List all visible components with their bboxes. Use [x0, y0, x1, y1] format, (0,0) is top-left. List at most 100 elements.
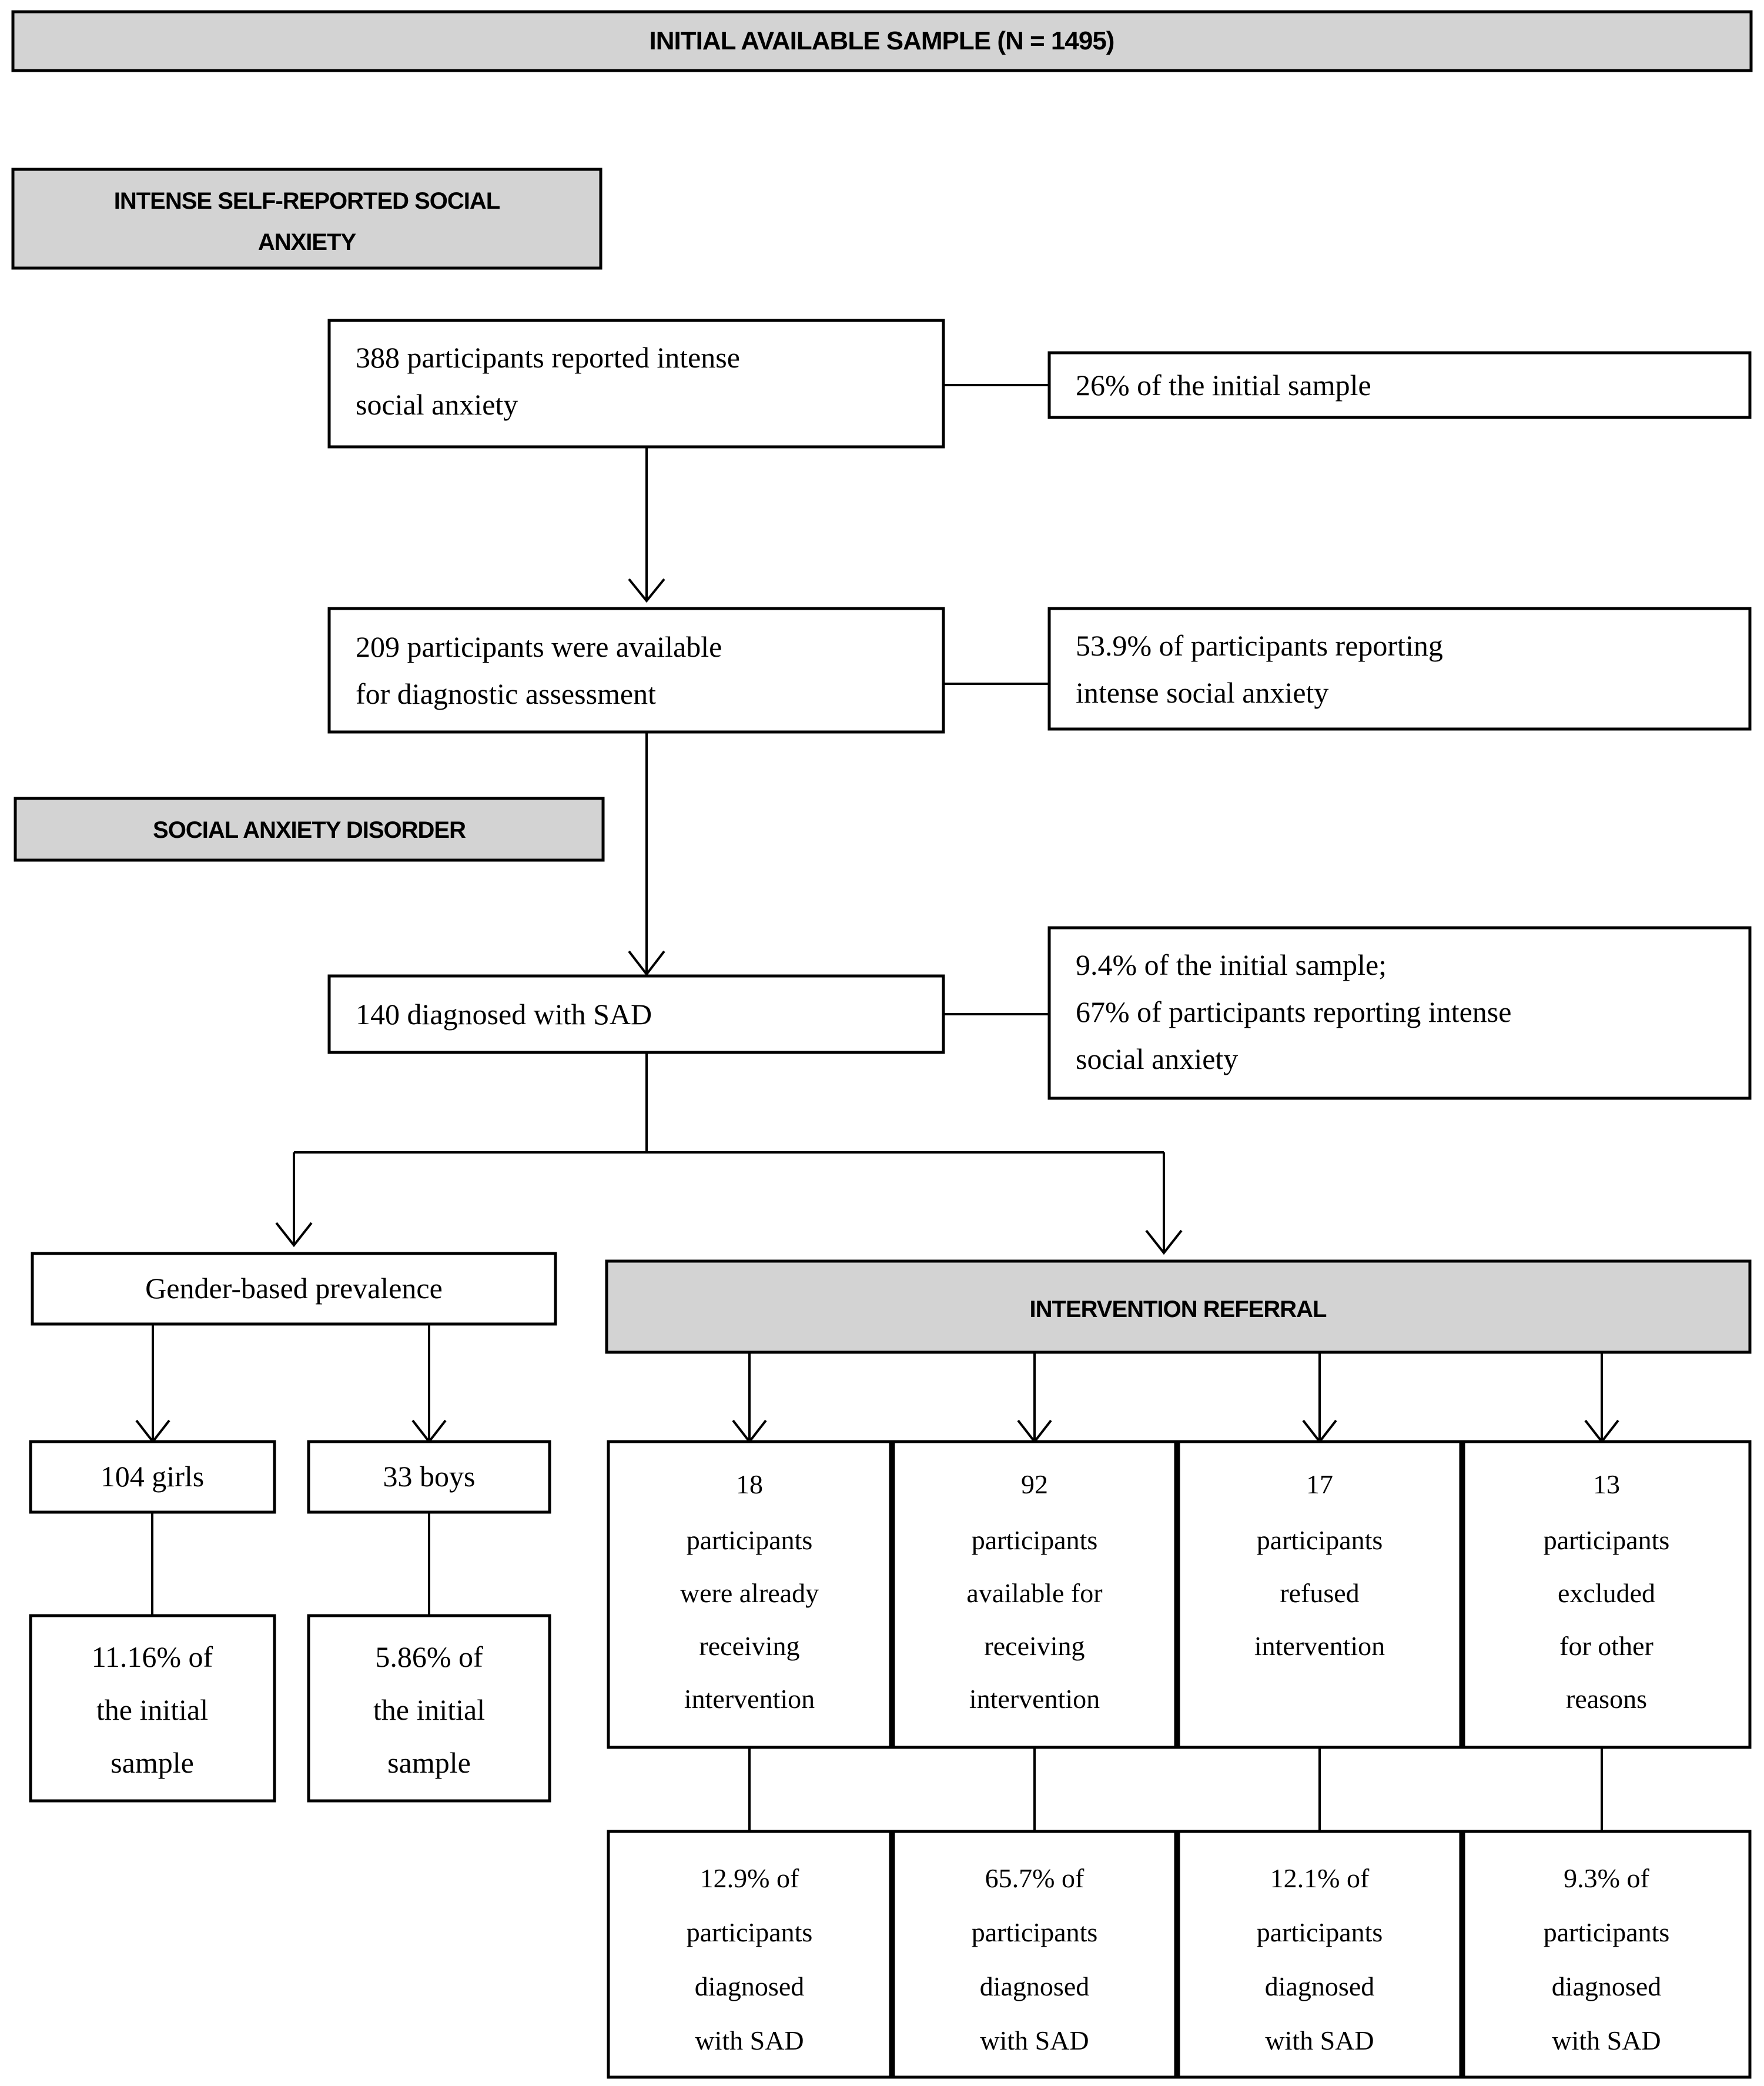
- already-receiving-pct-line2: participants: [687, 1917, 813, 1947]
- refused-line2: participants: [1257, 1525, 1383, 1555]
- already-receiving-percent-box: [607, 1830, 892, 2079]
- already-receiving-pct-line4: with SAD: [695, 2025, 804, 2055]
- initial-sample-band-label: INITIAL AVAILABLE SAMPLE (N = 1495): [650, 26, 1114, 55]
- intervention-referral-band-box: [605, 1259, 1752, 1354]
- girls-percent-line1: 11.16% of: [92, 1640, 213, 1673]
- excluded-line3: excluded: [1558, 1578, 1655, 1608]
- node-reported-intense: 388 participants reported intense social…: [327, 319, 945, 449]
- already-receiving-line3: were already: [680, 1578, 819, 1608]
- arrowhead-down-right-icon: [1145, 1229, 1183, 1255]
- node-already-receiving-percent: 12.9% of participants diagnosed with SAD: [607, 1830, 892, 2079]
- available-receiving-pct-line4: with SAD: [980, 2025, 1089, 2055]
- refused-intervention-box: [1177, 1440, 1462, 1749]
- node-girls-count: 104 girls: [29, 1440, 276, 1514]
- available-receiving-line5: intervention: [969, 1684, 1100, 1714]
- refused-percent-box: [1177, 1830, 1462, 2079]
- girls-percent-line2: the initial: [96, 1693, 208, 1726]
- initial-sample-band-box: [11, 10, 1753, 72]
- excluded-pct-line1: 9.3% of: [1564, 1863, 1649, 1893]
- boys-percent-line1: 5.86% of: [375, 1640, 483, 1673]
- boys-count-label: 33 boys: [383, 1460, 476, 1493]
- diagnosed-note-line1: 9.4% of the initial sample;: [1076, 948, 1387, 981]
- connector-intervention-split: [732, 1352, 1619, 1444]
- girls-count-box: [29, 1440, 276, 1514]
- connector-available-to-diagnosed: [628, 732, 665, 977]
- node-available-diagnostic: 209 participants were available for diag…: [327, 607, 945, 734]
- boys-percent-line3: sample: [387, 1746, 471, 1779]
- reported-intense-line2: social anxiety: [356, 388, 518, 421]
- available-receiving-line4: receiving: [984, 1631, 1084, 1661]
- gender-based-prevalence-label: Gender-based prevalence: [145, 1272, 443, 1305]
- already-receiving-line4: receiving: [699, 1631, 799, 1661]
- available-receiving-line2: participants: [972, 1525, 1098, 1555]
- excluded-line2: participants: [1544, 1525, 1670, 1555]
- excluded-line5: reasons: [1566, 1684, 1647, 1714]
- already-receiving-line5: intervention: [684, 1684, 815, 1714]
- refused-pct-line4: with SAD: [1265, 2025, 1374, 2055]
- node-available-note: 53.9% of participants reporting intense …: [943, 607, 1752, 731]
- node-girls-percent: 11.16% of the initial sample: [29, 1614, 276, 1803]
- available-note-line1: 53.9% of participants reporting: [1076, 629, 1443, 662]
- excluded-percent-box: [1462, 1830, 1752, 2079]
- refused-line4: intervention: [1254, 1631, 1385, 1661]
- arrowhead-down-icon: [628, 950, 665, 977]
- node-diagnosed-sad: 140 diagnosed with SAD: [327, 974, 945, 1054]
- connector-diagnosed-split: [275, 1052, 1183, 1255]
- node-boys-count: 33 boys: [307, 1440, 551, 1514]
- excluded-pct-line3: diagnosed: [1552, 1971, 1662, 2001]
- reported-intense-box: [327, 319, 945, 449]
- already-receiving-pct-line3: diagnosed: [695, 1971, 805, 2001]
- refused-line1: 17: [1306, 1469, 1333, 1499]
- excluded-line4: for other: [1559, 1631, 1653, 1661]
- excluded-other-reasons-box: [1462, 1440, 1752, 1749]
- connector-intervention-to-percent: [748, 1747, 1603, 1831]
- node-available-receiving: 92 participants available for receiving …: [892, 1440, 1177, 1749]
- available-diagnostic-box: [327, 607, 945, 734]
- intense-self-reported-band-label-line2: ANXIETY: [258, 229, 357, 255]
- excluded-line1: 13: [1593, 1469, 1620, 1499]
- available-receiving-pct-line1: 65.7% of: [985, 1863, 1084, 1893]
- node-gender-based-prevalence: Gender-based prevalence: [31, 1252, 557, 1326]
- diagnosed-note-box: [1047, 926, 1752, 1100]
- available-receiving-line1: 92: [1021, 1469, 1048, 1499]
- node-excluded-other-reasons: 13 participants excluded for other reaso…: [1462, 1440, 1752, 1749]
- boys-percent-line2: the initial: [373, 1693, 485, 1726]
- available-diagnostic-line2: for diagnostic assessment: [356, 677, 656, 710]
- diagnosed-sad-line1: 140 diagnosed with SAD: [356, 998, 652, 1031]
- available-receiving-line3: available for: [966, 1578, 1102, 1608]
- already-receiving-box: [607, 1440, 892, 1749]
- refused-pct-line1: 12.1% of: [1270, 1863, 1370, 1893]
- reported-note-line1: 26% of the initial sample: [1076, 369, 1371, 402]
- reported-intense-line1: 388 participants reported intense: [356, 341, 740, 374]
- node-refused-intervention: 17 participants refused intervention: [1177, 1440, 1462, 1749]
- intense-self-reported-band-box: [11, 168, 602, 270]
- node-diagnosed-note: 9.4% of the initial sample; 67% of parti…: [943, 926, 1752, 1100]
- already-receiving-line1: 18: [736, 1469, 763, 1499]
- refused-line3: refused: [1280, 1578, 1359, 1608]
- available-diagnostic-line1: 209 participants were available: [356, 630, 722, 663]
- node-available-receiving-percent: 65.7% of participants diagnosed with SAD: [892, 1830, 1177, 2079]
- already-receiving-line2: participants: [687, 1525, 813, 1555]
- social-anxiety-disorder-band-label: SOCIAL ANXIETY DISORDER: [153, 817, 466, 843]
- node-social-anxiety-disorder-band: SOCIAL ANXIETY DISORDER: [14, 797, 605, 862]
- diagnosed-note-line2: 67% of participants reporting intense: [1076, 995, 1511, 1028]
- available-receiving-percent-box: [892, 1830, 1177, 2079]
- available-note-line2: intense social anxiety: [1076, 676, 1328, 709]
- girls-percent-box: [29, 1614, 276, 1803]
- arrowhead-down-left-icon: [275, 1222, 313, 1248]
- girls-percent-line3: sample: [111, 1746, 194, 1779]
- intervention-referral-band-label: INTERVENTION REFERRAL: [1030, 1296, 1327, 1322]
- excluded-pct-line4: with SAD: [1552, 2025, 1661, 2055]
- connector-reported-to-available: [628, 447, 665, 603]
- node-already-receiving: 18 participants were already receiving i…: [607, 1440, 892, 1749]
- diagnosed-sad-box: [327, 974, 945, 1054]
- intense-self-reported-band-label-line1: INTENSE SELF-REPORTED SOCIAL: [114, 188, 500, 214]
- diagnosed-note-line3: social anxiety: [1076, 1042, 1238, 1075]
- social-anxiety-disorder-band-box: [14, 797, 605, 862]
- node-initial-sample-band: INITIAL AVAILABLE SAMPLE (N = 1495): [11, 10, 1753, 72]
- connector-gender-split: [135, 1324, 447, 1444]
- refused-pct-line2: participants: [1257, 1917, 1383, 1947]
- node-boys-percent: 5.86% of the initial sample: [307, 1614, 551, 1803]
- node-intervention-referral-band: INTERVENTION REFERRAL: [605, 1259, 1752, 1354]
